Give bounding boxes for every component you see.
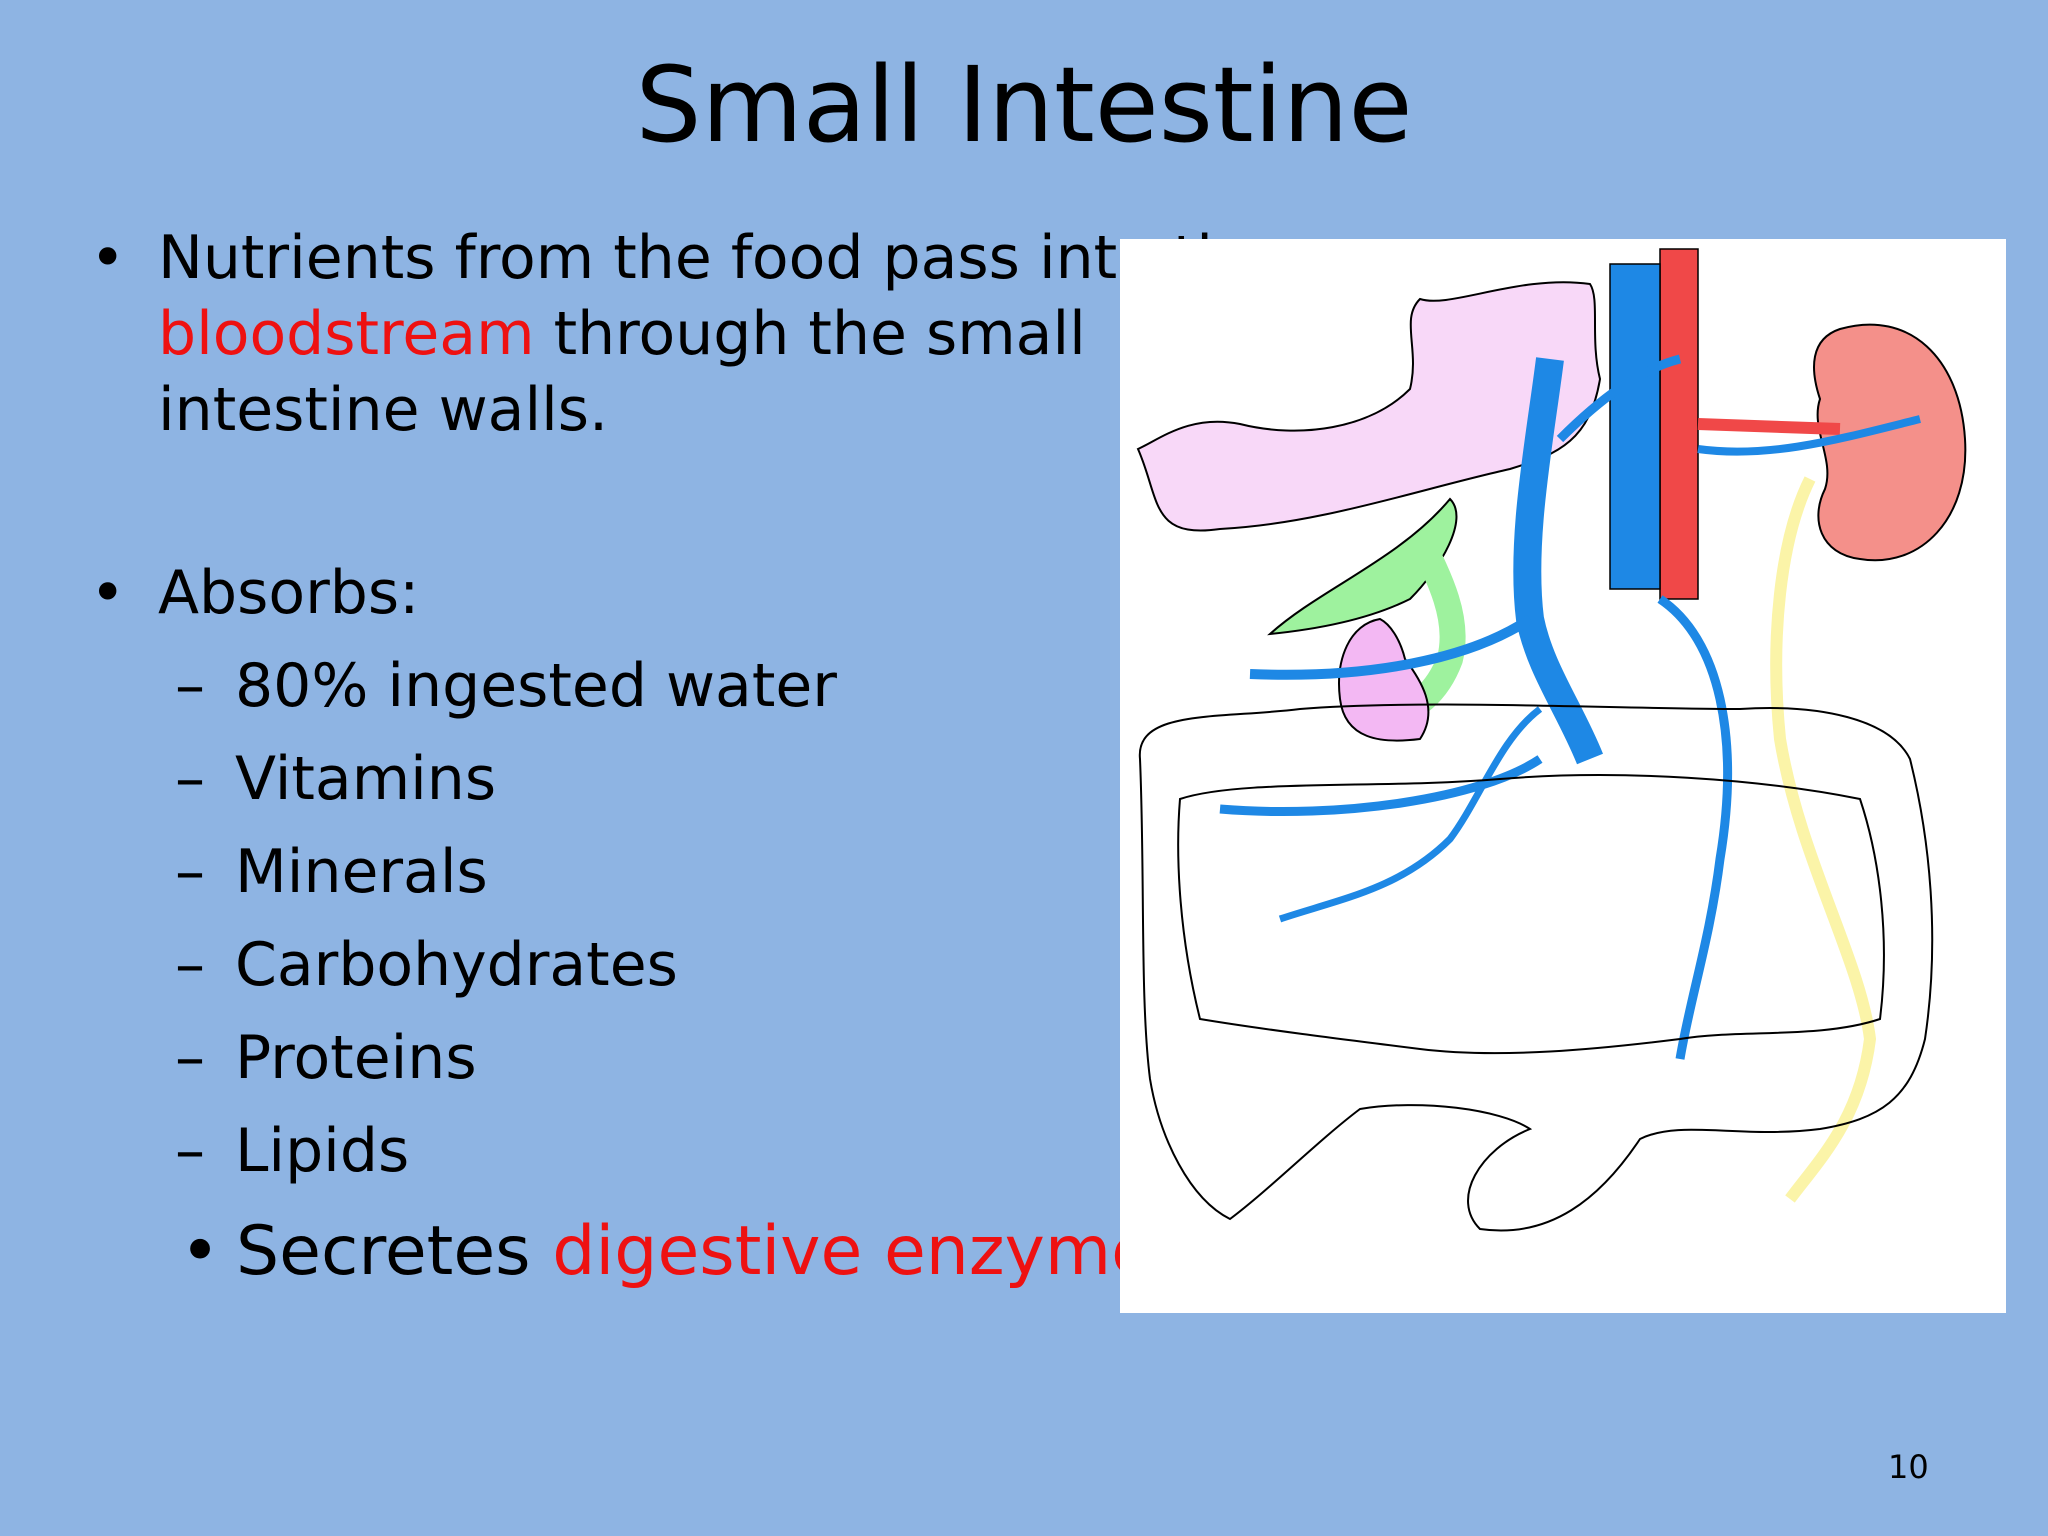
digestive-system-drawing (1136, 248, 1967, 1232)
gallbladder (1267, 497, 1458, 636)
bullet-nutrients-line2: through the small (534, 299, 1086, 369)
absorb-item: –Proteins (175, 1023, 477, 1093)
slide-title: Small Intestine (635, 44, 1413, 166)
bullet-dot: • (90, 558, 126, 628)
liver (1136, 281, 1602, 532)
portal-vein (1513, 357, 1603, 765)
absorb-item: –Vitamins (175, 744, 497, 814)
absorb-item: –Lipids (175, 1116, 410, 1186)
small-intestine (1177, 774, 1885, 1055)
bullet-nutrients-line1: Nutrients from the food pass into the (158, 223, 1272, 293)
ureter (1770, 476, 1877, 1203)
digestive-system-illustration (1120, 239, 2006, 1313)
secretes-prefix: Secretes (236, 1212, 553, 1291)
large-intestine (1138, 703, 1934, 1232)
absorb-item: –80% ingested water (175, 651, 837, 721)
bloodstream-highlight: bloodstream (158, 299, 535, 369)
digestive-enzymes-highlight: digestive enzymes (552, 1212, 1189, 1291)
renal-artery (1697, 418, 1841, 435)
absorb-item: –Carbohydrates (175, 930, 678, 1000)
bullet-dot: • (90, 223, 126, 293)
absorbs-label: Absorbs: (158, 558, 420, 628)
bullet-nutrients-line3: intestine walls. (158, 375, 609, 445)
pancreas-head (1338, 617, 1430, 742)
absorb-item: –Minerals (175, 837, 488, 907)
vena-cava (1609, 263, 1661, 590)
kidney (1813, 323, 1967, 562)
page-number: 10 (1888, 1448, 1929, 1486)
aorta (1659, 248, 1699, 600)
